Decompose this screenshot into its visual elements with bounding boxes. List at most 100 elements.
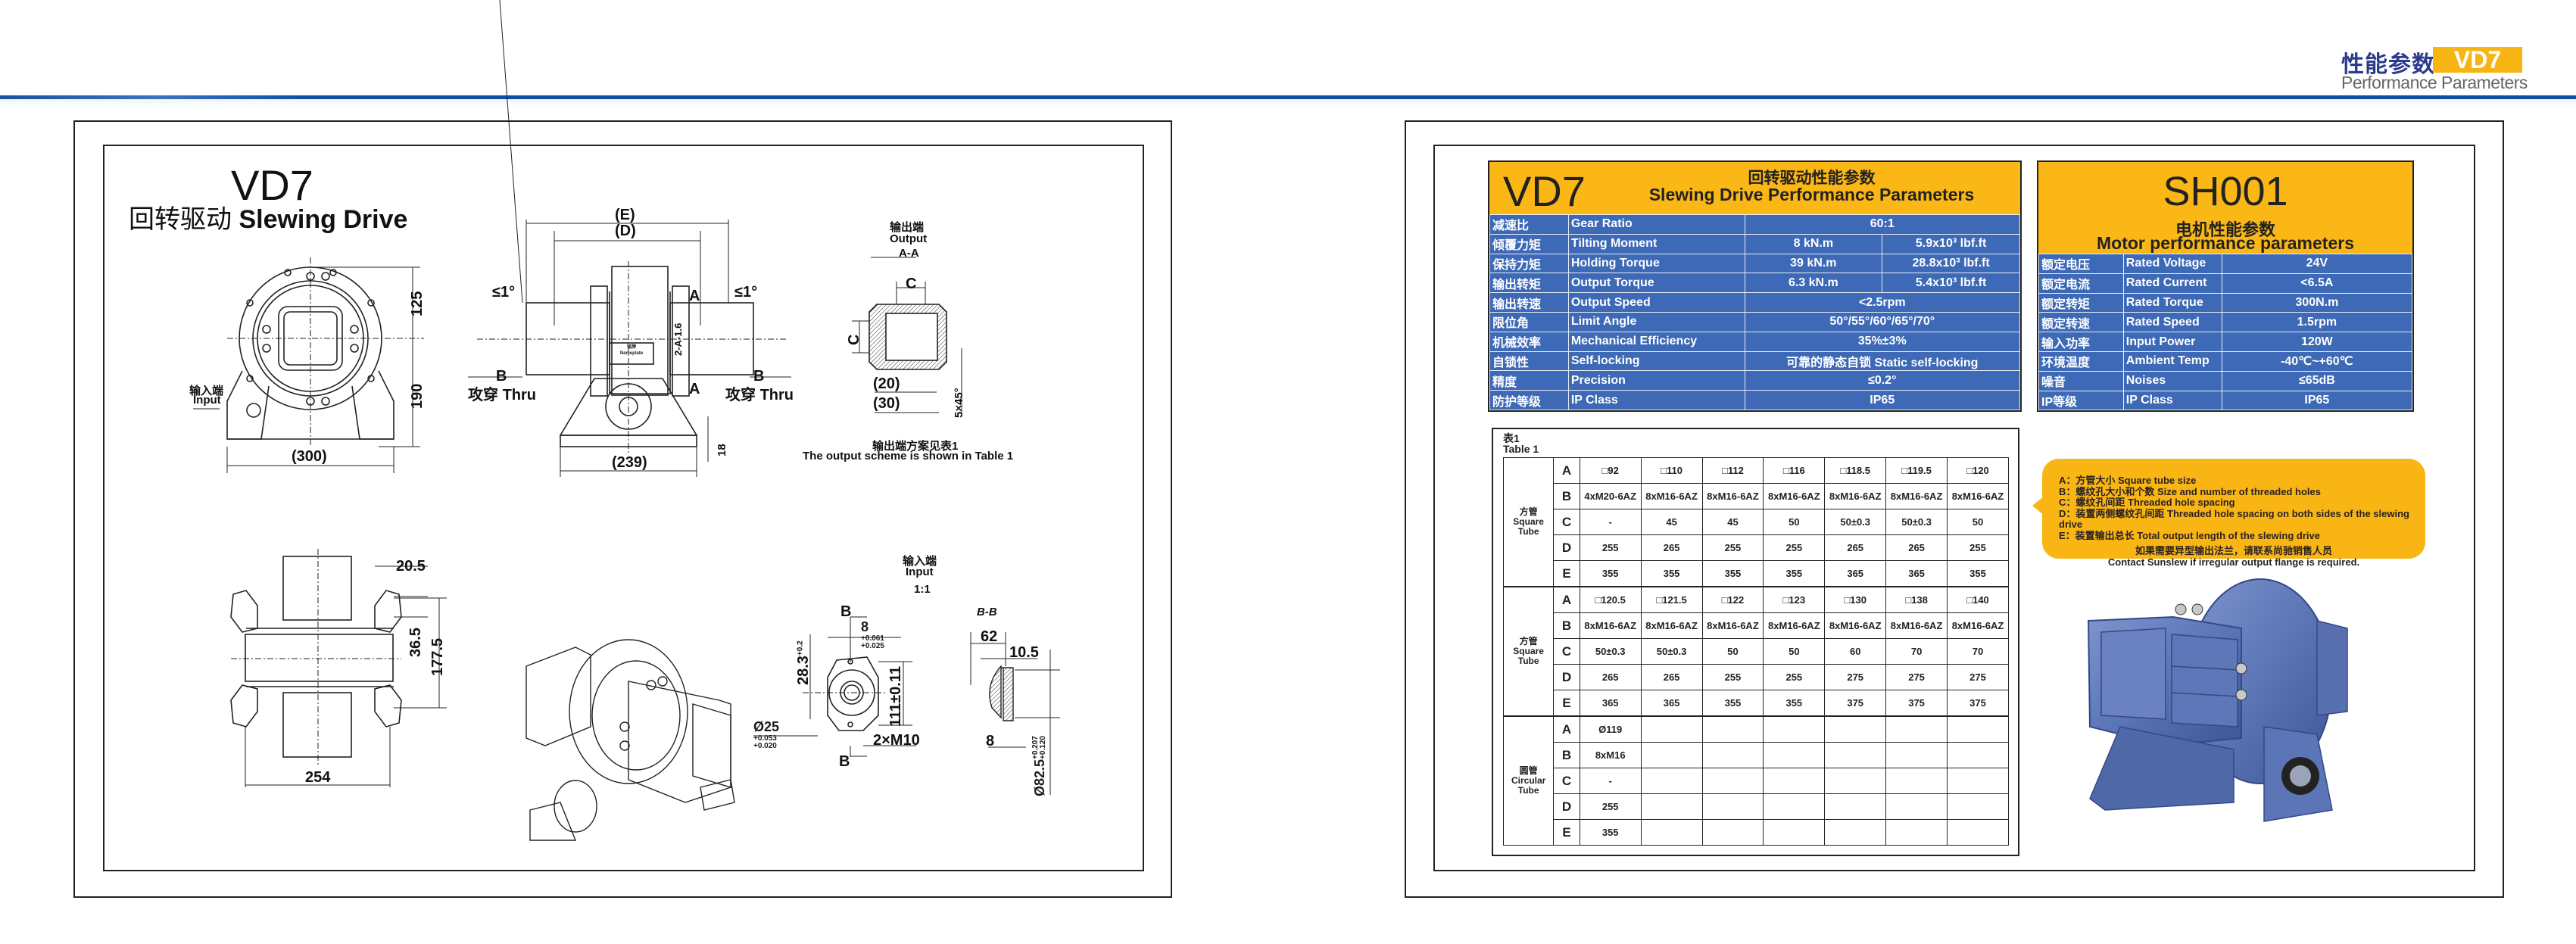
cell [1763,716,1826,743]
row-value: ≤0.2° [1744,370,2021,391]
cell: 8xM16-6AZ [1947,483,2009,509]
cell: 355 [1701,690,1764,716]
angle-right: ≤1° [734,284,758,301]
row-value: IP65 [2221,390,2413,411]
thru-left: 攻穿 Thru [468,382,536,404]
cell [1701,716,1764,743]
dim-D: (D) [615,223,636,239]
cell: 255 [1763,534,1826,561]
motor-model-label: SH001 [2163,169,2288,214]
row-value: 60:1 [1744,214,2021,235]
row-cn: 环境温度 [2038,350,2124,372]
row-metric: 8 kN.m [1744,233,1883,254]
thru-left-en: Thru [502,387,536,403]
right-page-inner-frame [1433,145,2475,871]
cell: □138 [1885,587,1948,613]
cell [1947,793,2009,820]
input-end-label-en: Input [906,565,934,578]
hole-B-left: B [496,368,507,385]
row-cn: IP等级 [2038,390,2124,411]
row-en: Rated Speed [2122,312,2222,333]
dim-shaft-diameter: Ø25+0.053+0.020 [753,719,779,750]
drawing-model-title: VD7 [231,161,313,209]
row-key: A [1553,457,1580,484]
cell: - [1579,768,1642,794]
key-tol-lower: +0.025 [861,642,884,650]
thread-spec: 2×M10 [873,732,920,749]
cell: □123 [1763,587,1826,613]
motor-title-en: Motor performance parameters [2097,233,2354,253]
cell: 355 [1763,560,1826,587]
cell: 50±0.3 [1640,638,1703,665]
cell: 70 [1947,638,2009,665]
row-metric: 6.3 kN.m [1744,273,1883,294]
cell [1947,768,2009,794]
cell: 50 [1701,638,1764,665]
row-value: IP65 [1744,390,2021,410]
row-en: Output Torque [1567,273,1745,294]
row-key: B [1553,612,1580,639]
legend-line-E: E：装置输出总长 Total output length of the slew… [2059,529,2320,541]
dim-C-top: C [906,276,917,292]
row-value: -40℃~+60℃ [2221,350,2413,372]
cell: 8xM16-6AZ [1824,612,1887,639]
cell: 355 [1947,560,2009,587]
cell: 375 [1947,690,2009,716]
dim-254: 254 [305,769,331,786]
group-label-en1: Circular [1511,775,1546,786]
section-B-top: B [840,603,852,620]
row-en: IP Class [2122,390,2222,411]
cell [1763,768,1826,794]
dim-20: (20) [873,375,900,392]
motor-table-header: SH001 电机性能参数 Motor performance parameter… [2038,162,2412,254]
cell [1640,819,1703,846]
cell: 355 [1640,560,1703,587]
row-en: Precision [1567,370,1745,391]
row-key: C [1553,638,1580,665]
row-en: Holding Torque [1567,253,1745,274]
output-section-label: A-A [899,247,919,260]
cell: 255 [1763,664,1826,690]
vd7-model-label: VD7 [1503,167,1586,215]
row-key: A [1553,716,1580,743]
cell: 8xM16-6AZ [1763,483,1826,509]
cell [1640,742,1703,768]
row-imperial: 5.9x10³ lbf.ft [1882,233,2020,254]
table1-frame [1492,428,2019,856]
row-value: <2.5rpm [1744,292,2021,313]
cell: 275 [1885,664,1948,690]
row-key: B [1553,483,1580,509]
cell: 50±0.3 [1885,509,1948,535]
shaft-dia-value: Ø25 [753,719,780,734]
cell: 375 [1824,690,1887,716]
legend-line-D: D：装置两侧螺纹孔间距 Threaded hole spacing on bot… [2059,507,2409,530]
row-cn: 自锁性 [1489,350,1569,372]
thru-left-cn: 攻穿 [468,387,498,403]
cell: 255 [1701,534,1764,561]
row-key: E [1553,690,1580,716]
cell: 8xM16-6AZ [1640,612,1703,639]
cell: 50±0.3 [1824,509,1887,535]
vd7-title-cn: 回转驱动性能参数 [1748,170,1876,187]
cell: □119.5 [1885,457,1948,484]
drawing-subtitle-en: Slewing Drive [239,205,408,234]
cell: 355 [1701,560,1764,587]
header-divider [0,95,2576,99]
hole-B-right: B [753,368,765,385]
cell: 375 [1885,690,1948,716]
